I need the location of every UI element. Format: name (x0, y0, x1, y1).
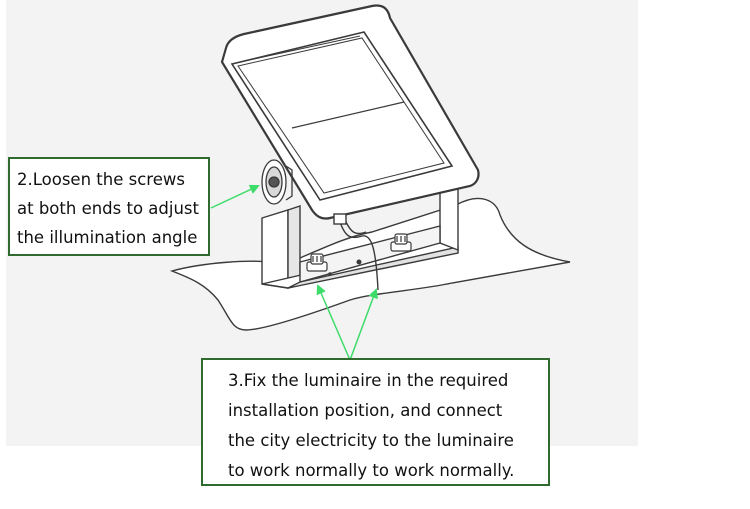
callout-step-3-line-2: installation position, and connect (228, 401, 503, 420)
adjustment-screw-knob (261, 159, 293, 205)
callout-step-2: 2.Loosen the screws at both ends to adju… (8, 157, 210, 256)
callout-step-3-line-1: 3.Fix the luminaire in the required (228, 371, 509, 390)
callout-step-3: 3.Fix the luminaire in the required inst… (201, 358, 550, 486)
callout-step-2-line-3: the illumination angle (17, 228, 198, 247)
base-bolt-left (306, 253, 328, 272)
callout-step-3-line-4: to work normally to work normally. (228, 461, 515, 480)
arrow-to-bolt (316, 284, 351, 361)
arrow-to-cable (349, 288, 378, 361)
arrow-to-screw (210, 184, 260, 209)
base-bolt-right (390, 233, 412, 252)
callout-step-2-line-2: at both ends to adjust (17, 199, 199, 218)
lamp-housing (220, 4, 480, 220)
callout-step-2-line-1: 2.Loosen the screws (17, 170, 185, 189)
power-cable (333, 213, 379, 291)
callout-step-3-line-3: the city electricity to the luminaire (228, 431, 514, 450)
